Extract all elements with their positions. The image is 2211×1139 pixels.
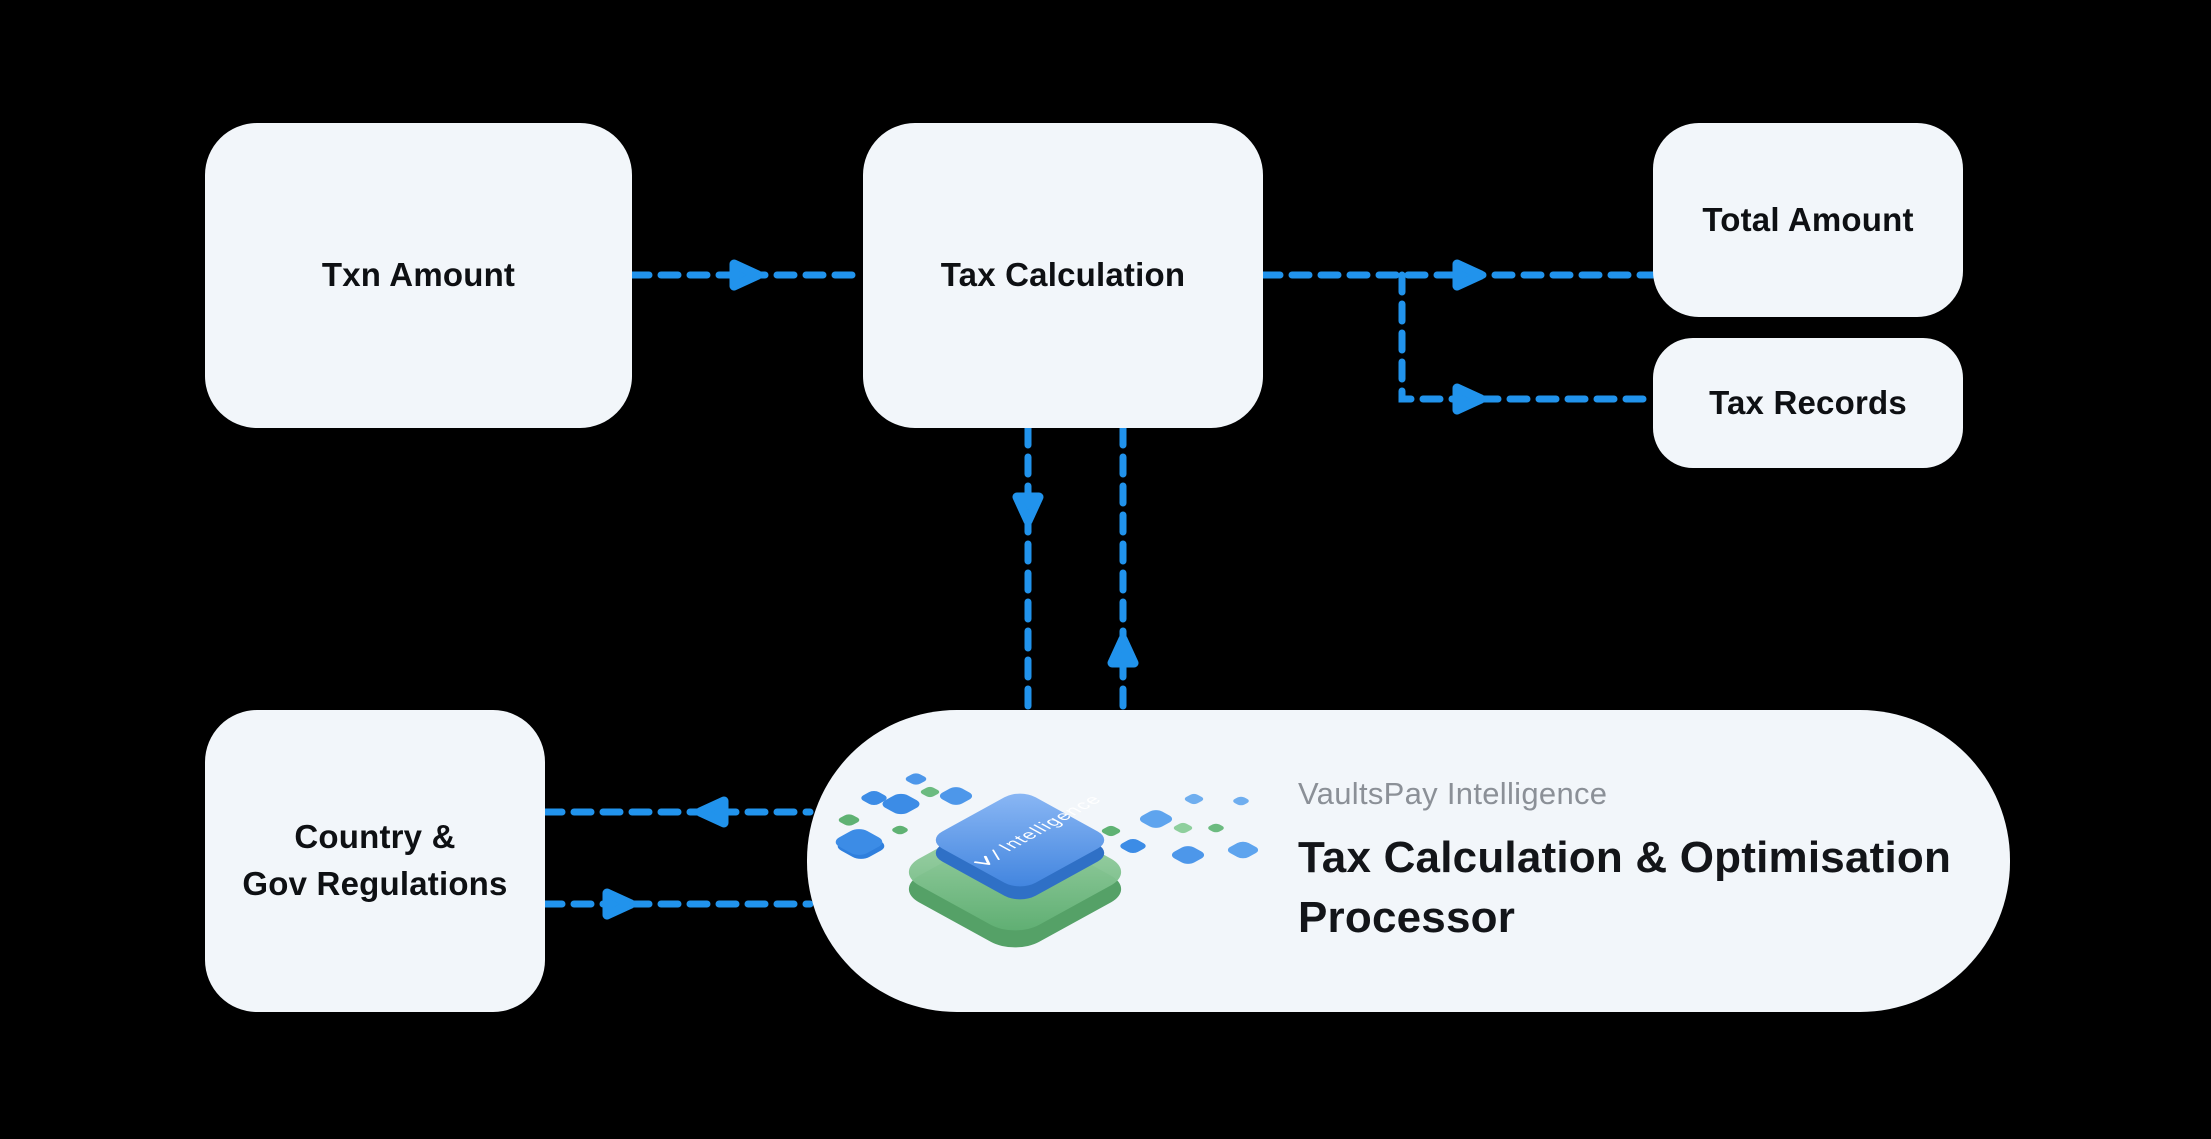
arrowhead-right-processor: [602, 888, 636, 920]
node-country-gov-regulations: Country & Gov Regulations: [205, 710, 545, 1012]
arrowhead-right-txn: [729, 259, 763, 291]
logo-slash-icon: [992, 849, 1000, 860]
arrowhead-up-taxcalc: [1107, 634, 1139, 668]
arrowhead-left-country: [695, 796, 729, 828]
node-tax-calculation-label: Tax Calculation: [940, 256, 1186, 294]
chip-particles-right: [1101, 793, 1259, 864]
processor-text-block: VaultsPay Intelligence Tax Calculation &…: [1298, 774, 2098, 948]
node-country-label: Country & Gov Regulations: [242, 814, 507, 908]
chip-illustration: Intelligence: [835, 773, 1259, 948]
processor-brand: VaultsPay Intelligence: [1298, 776, 1608, 811]
connector-branch-to-records: [1398, 271, 1657, 403]
vaultspay-logo-icon: [973, 855, 991, 865]
node-txn-amount-label: Txn Amount: [321, 256, 516, 294]
node-txn-amount: Txn Amount: [205, 123, 632, 428]
processor-title: Tax Calculation & Optimisation Processor: [1298, 833, 1952, 942]
chip-particles-left: [835, 773, 973, 859]
node-tax-records: Tax Records: [1653, 338, 1963, 468]
country-label-line2: Gov Regulations: [242, 865, 508, 902]
node-tax-calculation: Tax Calculation: [863, 123, 1263, 428]
node-total-amount-label: Total Amount: [1702, 200, 1914, 238]
node-tax-records-label: Tax Records: [1709, 383, 1907, 421]
node-tax-processor: Intelligence: [807, 710, 2010, 1012]
country-label-line1: Country &: [294, 818, 456, 856]
arrowhead-down-processor: [1012, 492, 1044, 526]
node-total-amount: Total Amount: [1653, 123, 1963, 317]
arrowhead-right-total: [1452, 259, 1486, 291]
arrowhead-right-records: [1452, 383, 1486, 415]
